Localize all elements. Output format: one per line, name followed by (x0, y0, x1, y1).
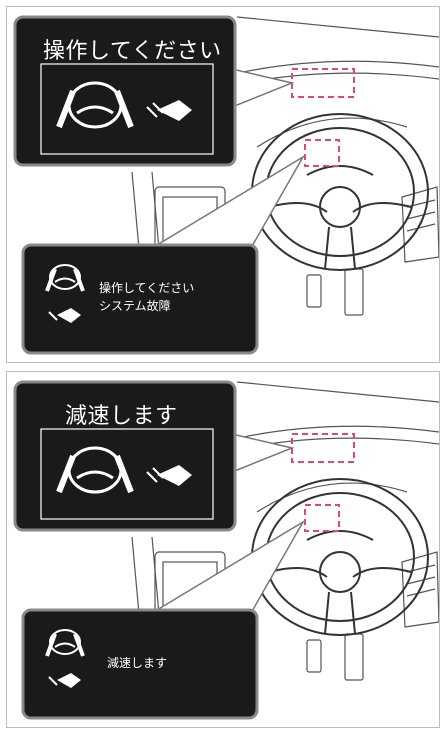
cluster-message-line: 減速します (107, 656, 168, 670)
hand-pointing-icon (48, 308, 81, 323)
cockpit-line-drawing (13, 15, 439, 355)
hud-message: 操作してください (43, 39, 222, 64)
cockpit-line-drawing (13, 380, 439, 720)
illustration-panel-1: 操作してください 操作してください システム故障 (6, 6, 440, 363)
cluster-message-line: システム故障 (99, 299, 171, 313)
illustration-panel-2: 減速します 減速します (6, 371, 440, 728)
steering-wheel-hands-icon (45, 629, 85, 657)
cluster-message-line: 操作してください (99, 281, 195, 295)
steering-wheel-hands-icon (56, 446, 134, 494)
hud-message: 減速します (65, 404, 178, 429)
hand-pointing-icon (146, 465, 192, 486)
hand-pointing-icon (48, 673, 81, 688)
steering-wheel-hands-icon (56, 81, 134, 129)
hand-pointing-icon (146, 100, 192, 121)
steering-wheel-hands-icon (45, 264, 85, 292)
